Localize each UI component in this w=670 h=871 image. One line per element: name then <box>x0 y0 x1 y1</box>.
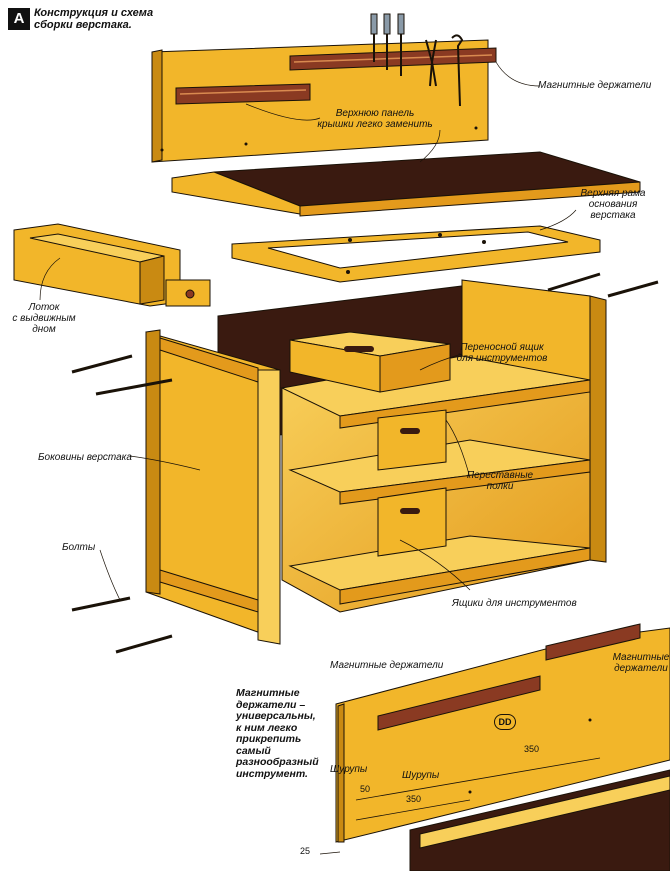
label-detail-magnetic-holders-right-line1: Магнитные <box>612 652 670 663</box>
note-line8: инструмент. <box>236 767 308 780</box>
figure-title-line1: Конструкция и схема <box>34 7 154 19</box>
label-sides: Боковины верстака <box>38 452 132 463</box>
magnetic-holders-note: Магнитные держатели – универсальны, к ни… <box>236 687 328 780</box>
back-magnetic-holder-left <box>175 83 311 105</box>
label-magnetic-holders: Магнитные держатели <box>538 80 652 91</box>
label-shelves-line1: Переставные <box>466 470 534 481</box>
label-top-frame-line2: основания <box>588 199 638 210</box>
label-detail-magnetic-holders: Магнитные держатели <box>330 660 444 671</box>
label-detail-magnetic-holders-right-line2: держатели <box>614 663 668 674</box>
portable-tool-box <box>289 331 451 393</box>
shelf-middle <box>288 439 591 505</box>
note-line5: прикрепить <box>236 733 302 745</box>
label-top-panel-line1: Верхнюю панель <box>335 108 415 119</box>
dimension-50: 50 <box>360 784 371 794</box>
bolts <box>71 272 659 654</box>
drawer-lower <box>377 487 447 557</box>
detail-badge: DD <box>494 714 516 730</box>
label-tool-drawers: Ящики для инструментов <box>452 598 577 609</box>
note-line2: держатели – <box>236 698 306 711</box>
side-panel <box>145 329 281 645</box>
label-portable-box-line2: для инструментов <box>456 353 548 364</box>
label-tray: Лоток с выдвижным дном <box>12 302 76 335</box>
label-top-frame-line3: верстака <box>590 210 636 221</box>
detail-magnetic-holder-right <box>545 623 641 661</box>
wrench-icon <box>451 34 464 107</box>
note-line7: разнообразный <box>236 756 319 768</box>
top-frame <box>231 225 601 283</box>
note-line1: Магнитные <box>236 687 300 699</box>
sliding-tray <box>13 223 211 307</box>
label-top-panel: Верхнюю панель крышки легко заменить <box>300 108 450 130</box>
workbench-top <box>171 151 641 217</box>
label-shelves: Переставные полки <box>460 470 540 492</box>
label-bolts: Болты <box>62 542 96 553</box>
screwdrivers-icon <box>370 13 405 76</box>
label-top-frame-line1: Верхняя рама <box>580 188 646 199</box>
label-detail-magnetic-holders-right: Магнитные держатели <box>612 652 670 674</box>
drawer-upper <box>377 409 447 471</box>
note-line3: универсальны, <box>236 710 316 722</box>
pliers-icon <box>425 39 437 87</box>
label-tray-line1: Лоток <box>28 302 60 313</box>
label-portable-box-line1: Переносной ящик <box>460 342 544 353</box>
note-line6: самый <box>236 744 271 757</box>
label-portable-box: Переносной ящик для инструментов <box>452 342 552 364</box>
label-screws-right: Шурупы <box>402 770 440 781</box>
label-tray-line3: дном <box>32 324 56 335</box>
label-tray-line2: с выдвижным <box>12 313 76 324</box>
panel-letter: A <box>8 8 30 30</box>
label-top-panel-line2: крышки легко заменить <box>317 119 433 130</box>
dimension-350-top: 350 <box>524 744 540 754</box>
note-line4: к ним легко <box>236 721 298 734</box>
detail-inset <box>319 623 670 871</box>
figure-title: Конструкция и схема сборки верстака. <box>34 7 153 31</box>
label-top-frame: Верхняя рама основания верстака <box>568 188 658 221</box>
detail-magnetic-holder-left <box>377 675 541 731</box>
dimension-25: 25 <box>300 846 311 856</box>
figure-title-line2: сборки верстака. <box>34 19 132 31</box>
label-screws-left: Шурупы <box>330 764 368 775</box>
dimension-350-bottom: 350 <box>406 794 422 804</box>
label-shelves-line2: полки <box>486 481 514 492</box>
back-panel <box>151 13 497 163</box>
leader-lines <box>39 61 577 601</box>
